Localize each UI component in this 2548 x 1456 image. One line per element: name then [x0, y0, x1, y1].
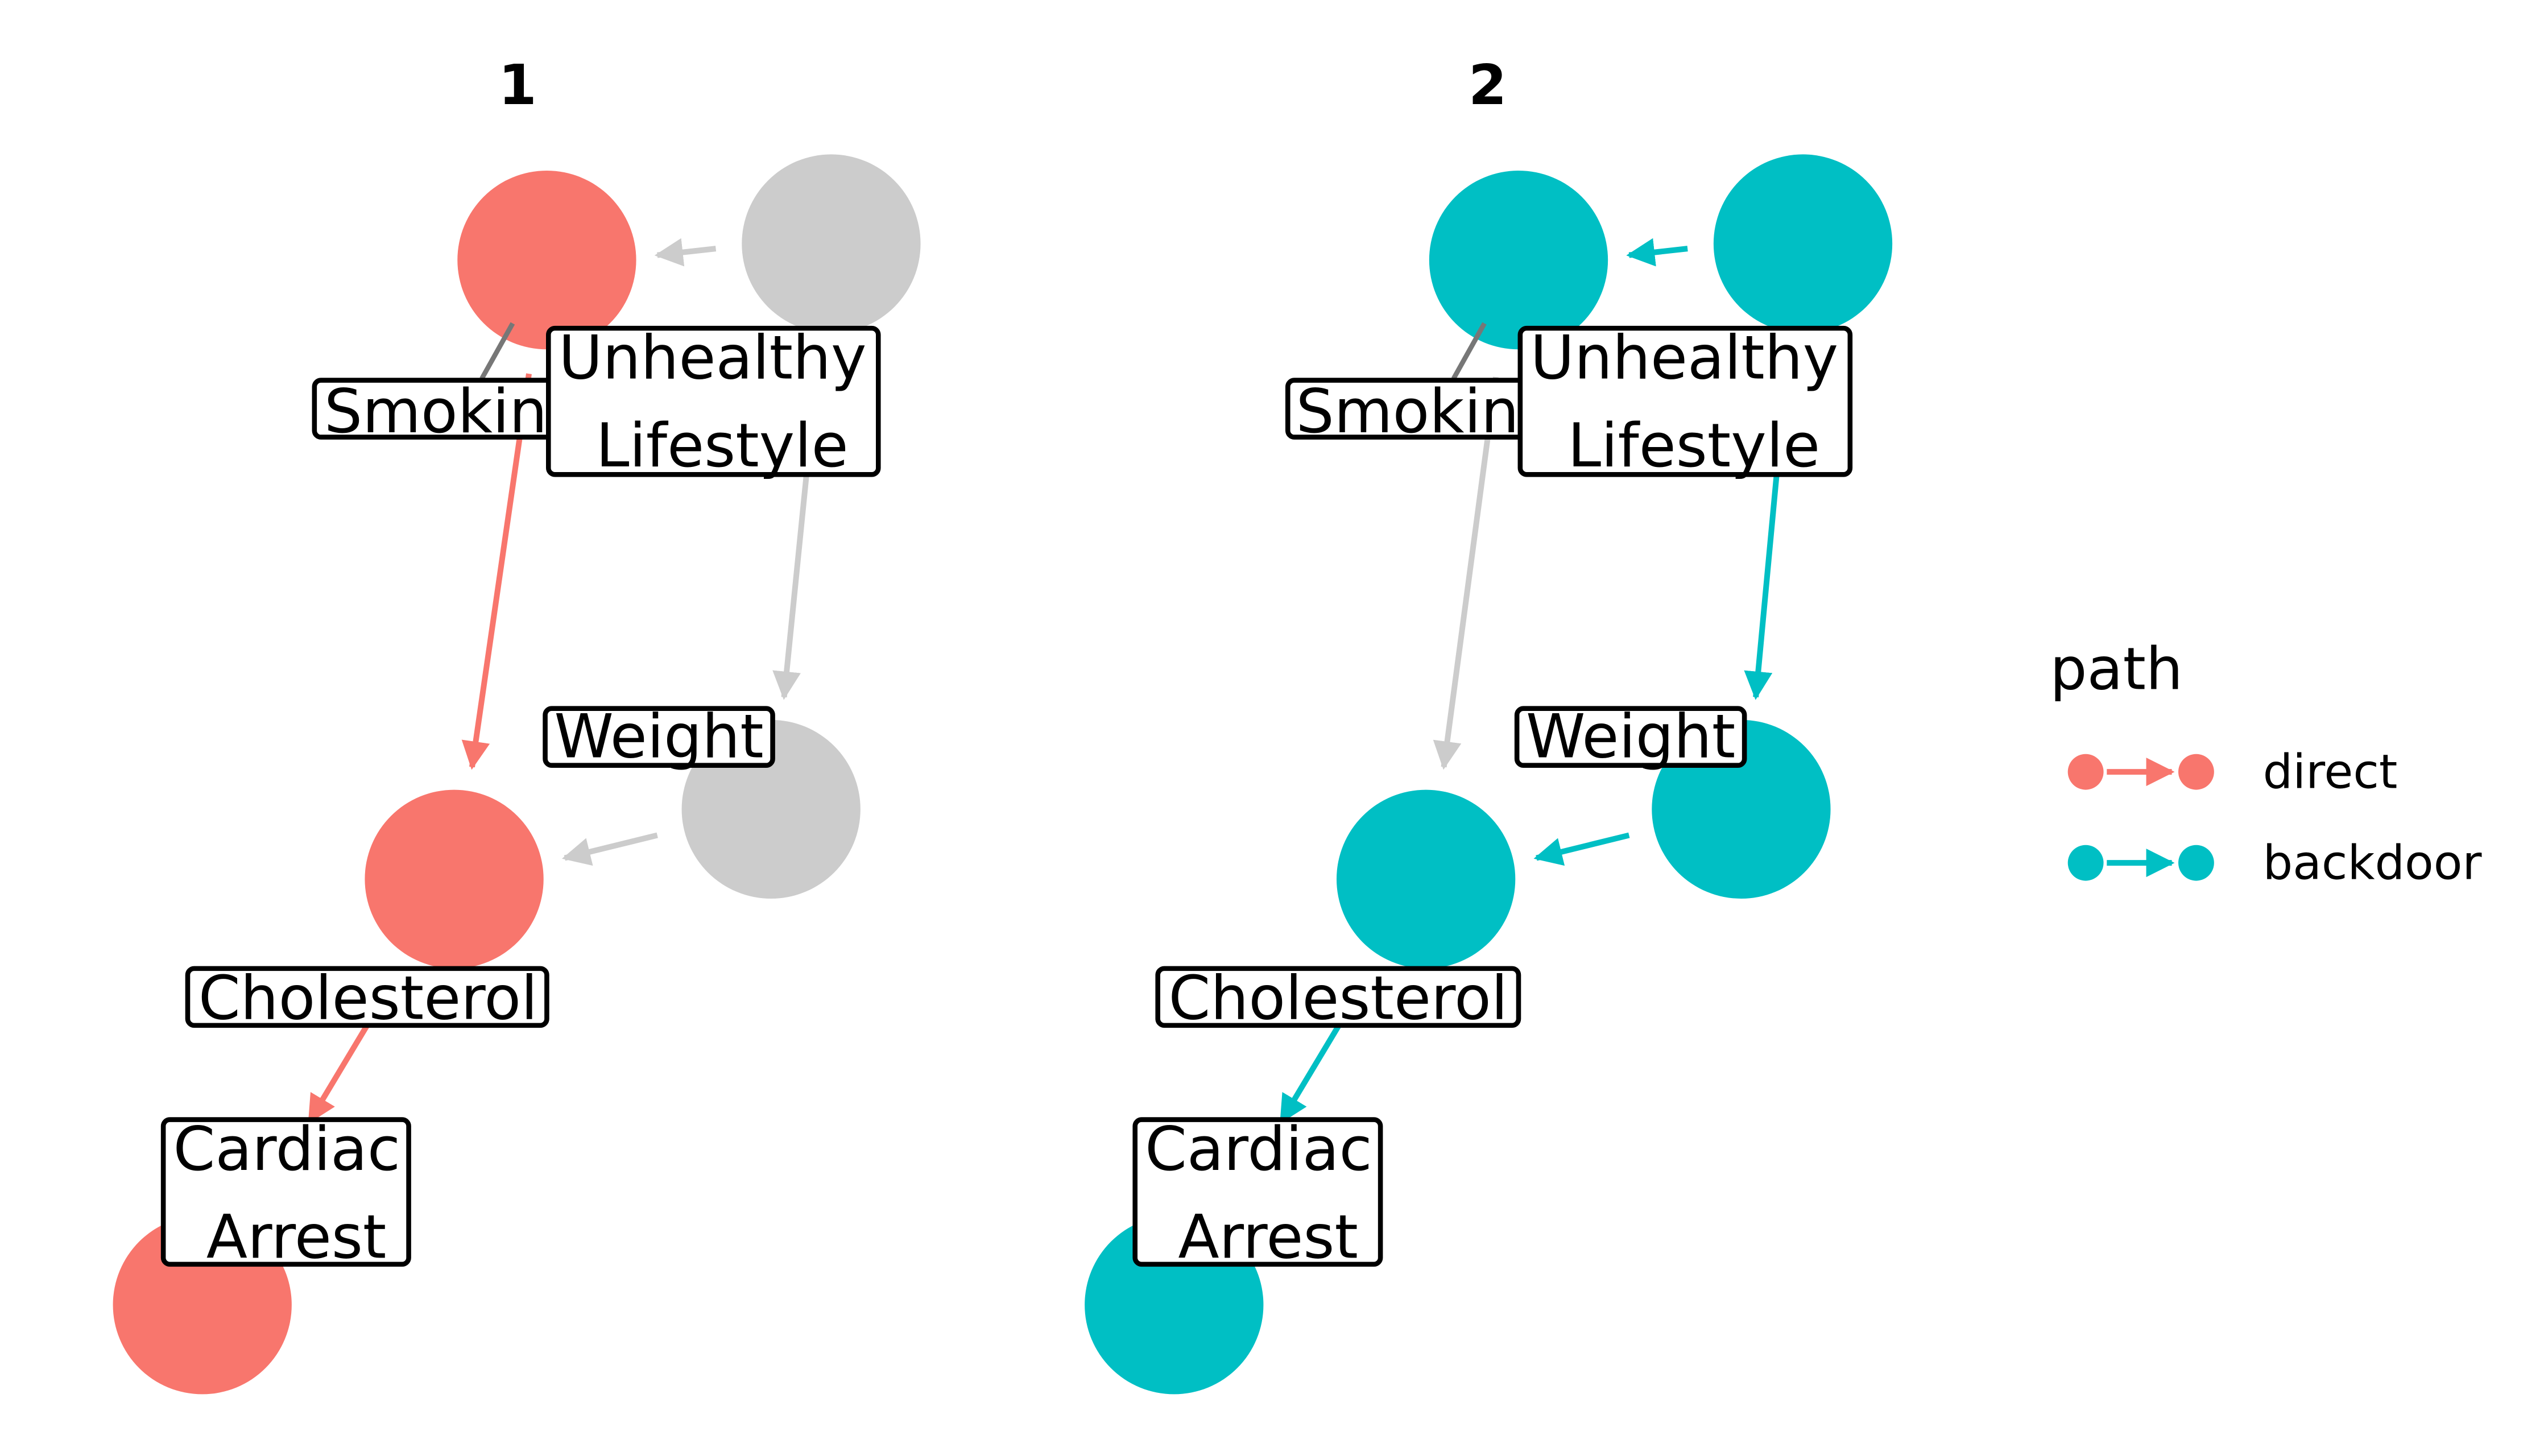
legend-item-direct: direct: [2067, 744, 2398, 800]
edge-lifestyle-to-weight: [772, 471, 810, 700]
panel-1: 1 Smokin Unhealthy Lifestyle Weight: [113, 53, 921, 1395]
node-cholesterol: [1337, 789, 1516, 969]
label-weight: Weight: [1514, 701, 1747, 771]
svg-text:Cardiac: Cardiac: [173, 1114, 401, 1184]
edge-cholesterol-to-cardiac: [1279, 1022, 1343, 1124]
svg-text:Cholesterol: Cholesterol: [198, 963, 538, 1033]
legend-key-dot-end: [2178, 754, 2214, 790]
svg-text:Cholesterol: Cholesterol: [1169, 963, 1508, 1033]
legend-item-backdoor: backdoor: [2067, 835, 2483, 891]
legend-key-dot-start: [2067, 845, 2104, 881]
svg-text:Weight: Weight: [554, 701, 763, 771]
label-unhealthy-lifestyle: Unhealthy Lifestyle: [1517, 323, 1853, 481]
panel-title: 2: [1469, 53, 1507, 117]
edge-weight-to-cholesterol: [1533, 832, 1630, 866]
label-weight: Weight: [543, 701, 775, 771]
label-cardiac-arrest: Cardiac Arrest: [1132, 1114, 1383, 1272]
svg-text:Lifestyle: Lifestyle: [1549, 411, 1821, 481]
legend-key-dot-end: [2178, 845, 2214, 881]
panel-2: 2 Smokin Unhealthy Lifestyle Weight: [1085, 53, 1893, 1395]
svg-text:Cardiac: Cardiac: [1145, 1114, 1372, 1184]
svg-text:Arrest: Arrest: [1159, 1202, 1358, 1272]
svg-text:Lifestyle: Lifestyle: [577, 411, 849, 481]
label-leader-smoking: [1451, 322, 1487, 380]
edge-weight-to-cholesterol: [562, 832, 658, 866]
label-cholesterol: Cholesterol: [1155, 963, 1521, 1033]
node-unhealthy-lifestyle: [1713, 154, 1893, 333]
node-smoking: [457, 171, 636, 350]
svg-text:Smokin: Smokin: [1296, 377, 1519, 446]
label-smoking: Smokin: [312, 377, 556, 446]
label-unhealthy-lifestyle: Unhealthy Lifestyle: [546, 323, 881, 481]
svg-text:Smokin: Smokin: [324, 377, 547, 446]
label-cholesterol: Cholesterol: [185, 963, 549, 1033]
legend-label: backdoor: [2263, 835, 2483, 891]
legend-title: path: [2050, 635, 2183, 703]
svg-text:Unhealthy: Unhealthy: [1531, 323, 1839, 393]
edge-lifestyle-to-smoking: [1626, 238, 1688, 267]
edge-smoking-to-cholesterol: [1433, 377, 1499, 770]
edge-lifestyle-to-smoking: [654, 238, 717, 267]
label-cardiac-arrest: Cardiac Arrest: [160, 1114, 411, 1272]
label-leader-smoking: [479, 322, 515, 380]
node-unhealthy-lifestyle: [742, 154, 921, 333]
legend-label: direct: [2263, 744, 2398, 800]
edge-cholesterol-to-cardiac: [307, 1022, 371, 1124]
panel-title: 1: [498, 53, 537, 117]
svg-text:Weight: Weight: [1526, 701, 1735, 771]
svg-text:Arrest: Arrest: [187, 1202, 386, 1272]
svg-text:Unhealthy: Unhealthy: [559, 323, 867, 393]
legend: path direct backdoor: [2050, 635, 2482, 890]
node-smoking: [1429, 171, 1608, 350]
legend-key-dot-start: [2067, 754, 2104, 790]
node-cholesterol: [365, 789, 544, 969]
edge-lifestyle-to-weight: [1744, 471, 1780, 700]
label-smoking: Smokin: [1285, 377, 1529, 446]
